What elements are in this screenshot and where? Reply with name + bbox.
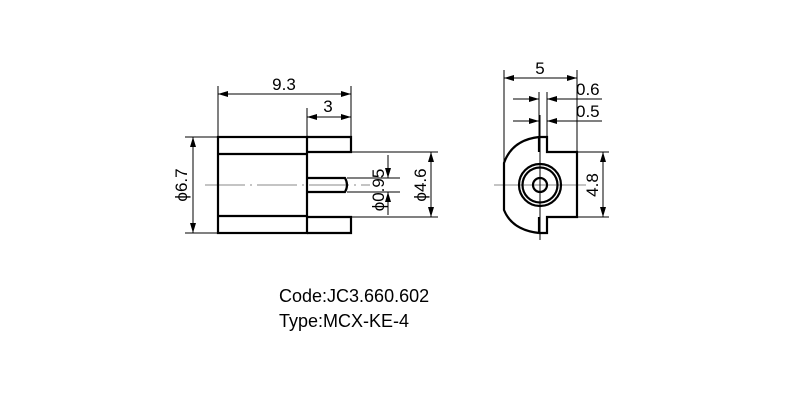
dim-slot-inner: 0.5: [576, 102, 600, 121]
dim-height: 4.8: [583, 173, 602, 197]
dim-length: 9.3: [272, 75, 296, 94]
center-pin: [307, 176, 349, 194]
side-view: 9.3 3 ϕ6.7 ϕ0.95 ϕ4.6: [172, 75, 438, 235]
front-body-rect: [539, 135, 579, 235]
product-code: Code:JC3.660.602: [279, 286, 429, 306]
front-view: 5 0.6 0.5 4.8: [494, 59, 609, 240]
dim-slot-outer: 0.6: [576, 80, 600, 99]
bottom-leg: [307, 215, 353, 235]
dim-socket-diameter: ϕ4.6: [411, 168, 430, 201]
outer-ring: [517, 162, 563, 208]
dim-pin-diameter: ϕ0.95: [369, 169, 388, 212]
dim-body-diameter: ϕ6.7: [172, 168, 191, 201]
dim-pin-length: 3: [323, 97, 332, 116]
product-type: Type:MCX-KE-4: [279, 311, 409, 331]
front-body-arc: [502, 135, 540, 235]
connector-body: [216, 135, 309, 235]
center-contact: [531, 176, 549, 194]
top-leg: [307, 135, 353, 154]
dim-width: 5: [535, 59, 544, 78]
